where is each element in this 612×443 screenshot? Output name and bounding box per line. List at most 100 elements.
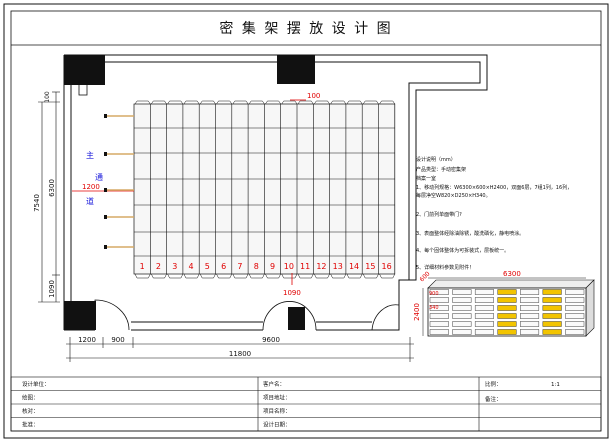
top-gap-label: 100 <box>307 92 320 100</box>
elevation-cell <box>542 313 562 319</box>
column-number: 13 <box>333 262 343 271</box>
corridor-char: 通 <box>95 172 103 182</box>
elevation-cell <box>565 313 585 319</box>
elevation-cell <box>520 289 540 295</box>
elevation-cell <box>497 321 517 327</box>
elevation-cell <box>452 313 472 319</box>
elevation-cell <box>565 329 585 335</box>
elevation-cell <box>452 289 472 295</box>
corridor-width-dimension: 1200 <box>72 183 134 192</box>
top-rail <box>362 100 379 105</box>
notes-item: 每层净空W820×D250×H340。 <box>416 192 491 199</box>
title-block <box>10 376 602 432</box>
bottom-rail <box>346 273 363 279</box>
bottom-rail <box>232 273 249 279</box>
elevation-cell <box>497 313 517 319</box>
dim-left-upper: 6300 <box>48 179 56 197</box>
handle-knob <box>104 245 107 249</box>
top-rail <box>167 100 184 105</box>
elevation-row2-label: 340 <box>429 305 439 311</box>
notes-item: 1、移动列规格：W6300×600×H2400，双面6层，7组1列，16列， <box>416 184 572 191</box>
tb-approve: 批准： <box>22 421 39 429</box>
design-notes: 设计说明（mm） 产品类型：手动密集架 档案一室 1、移动列规格：W6300×6… <box>416 156 572 271</box>
tb-design-unit: 设计单位： <box>22 380 50 388</box>
top-gap-dimension: 100 <box>290 92 320 101</box>
tb-project-address: 项目地址： <box>263 394 291 402</box>
top-rail <box>248 100 265 105</box>
elevation-cell <box>429 321 449 327</box>
column-number: 1 <box>140 262 145 271</box>
elevation-cell <box>520 297 540 303</box>
column-number: 14 <box>349 262 359 271</box>
top-rail <box>314 100 330 105</box>
pillar <box>288 307 305 330</box>
elevation-cell <box>429 289 449 295</box>
pillar <box>64 301 96 330</box>
bottom-rail <box>281 273 298 279</box>
bottom-rail <box>216 273 233 279</box>
elevation-cell <box>520 313 540 319</box>
tb-design-date: 设计日期： <box>263 421 291 429</box>
handle-knob <box>104 114 107 118</box>
dim-bottom-3: 9600 <box>262 336 280 344</box>
column-number: 4 <box>189 262 194 271</box>
bottom-rail <box>314 273 330 279</box>
top-rail <box>265 100 281 105</box>
top-rail <box>183 100 200 105</box>
pillar <box>64 55 105 85</box>
bottom-gap-dimension: 1090 <box>283 273 301 297</box>
elevation-cell <box>542 289 562 295</box>
notes-item: 3、表面整体经除油除锈，酸洗磷化，静电喷涂。 <box>416 230 524 237</box>
elevation-front <box>427 287 587 337</box>
elevation-depth-label: 600 <box>418 270 431 283</box>
pillar-sleeve <box>78 80 88 96</box>
elevation-cell <box>474 329 494 335</box>
notes-item: 4、每个固体整体为可拆装式，层板统一。 <box>416 247 509 254</box>
dim-left-top: 100 <box>44 91 51 103</box>
column-number: 11 <box>300 262 310 271</box>
bottom-rail <box>265 273 281 279</box>
elevation-cell <box>452 297 472 303</box>
doors <box>94 299 400 331</box>
bottom-rail <box>199 273 216 279</box>
elevation-row1-label: 900 <box>429 291 439 297</box>
page-title: 密 集 架 摆 放 设 计 图 <box>219 20 392 37</box>
column-number: 9 <box>270 262 275 271</box>
elevation-cell <box>542 329 562 335</box>
bottom-rail <box>134 273 151 279</box>
bottom-rail <box>330 273 347 279</box>
elevation-cell <box>520 321 540 327</box>
elevation-cell <box>497 329 517 335</box>
bottom-rail <box>167 273 184 279</box>
elevation-cell <box>497 305 517 311</box>
elevation-cell <box>565 321 585 327</box>
elevation-width-label: 6300 <box>503 270 521 278</box>
corridor-char: 主 <box>86 150 94 160</box>
bottom-rail <box>248 273 265 279</box>
notes-item: 5、详细材料参数见附件！ <box>416 264 474 271</box>
tb-scale-label: 比例： <box>485 380 502 388</box>
column-number: 3 <box>172 262 177 271</box>
elevation-cell <box>452 305 472 311</box>
elevation-cell <box>429 297 449 303</box>
bottom-rail <box>362 273 379 279</box>
dim-left-total: 7540 <box>33 194 41 212</box>
tb-check: 核对： <box>22 407 39 415</box>
column-number: 16 <box>382 262 392 271</box>
elevation-cell <box>474 313 494 319</box>
elevation-cell <box>429 305 449 311</box>
pillar <box>277 55 315 84</box>
handle-knob <box>104 188 107 192</box>
tb-drawing: 绘图： <box>22 394 39 402</box>
elevation-cell <box>474 305 494 311</box>
corridor-char: 道 <box>86 196 94 206</box>
shelf-elevation <box>422 277 595 337</box>
left-dimensions <box>38 91 60 303</box>
bottom-rail <box>151 273 167 279</box>
column-number: 8 <box>254 262 259 271</box>
bottom-rail <box>297 273 314 279</box>
tb-scale-value: 1:1 <box>551 382 560 388</box>
top-rail <box>232 100 249 105</box>
tb-remark: 备注： <box>485 395 502 403</box>
